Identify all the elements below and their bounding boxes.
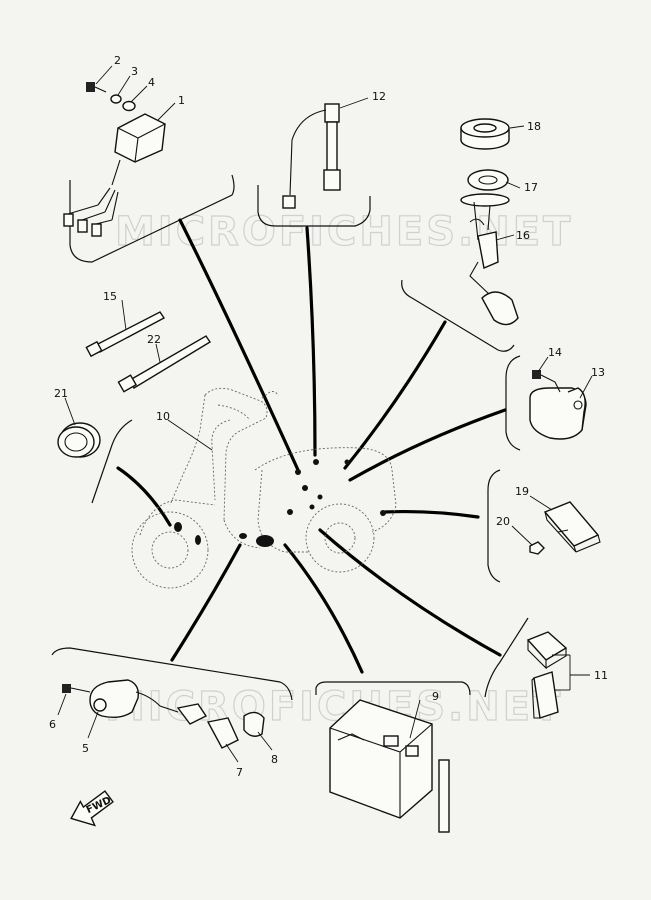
leader-relay — [348, 408, 507, 482]
screw-icon — [86, 82, 107, 93]
callout-22: 22 — [147, 333, 161, 346]
callout-8: 8 — [271, 753, 278, 766]
watermark-top: MICROFICHES.NET — [115, 209, 573, 255]
group-box-relay — [505, 355, 521, 451]
starter-relay-icon — [526, 631, 568, 719]
callout-15: 15 — [103, 290, 117, 303]
leader-rectifier — [383, 509, 480, 519]
group-box-cdi — [69, 174, 235, 263]
relay-icon — [529, 370, 587, 440]
washer-icon — [110, 94, 136, 112]
callout-10: 10 — [156, 410, 170, 423]
connection-dots — [174, 459, 386, 547]
rectifier-icon — [529, 501, 601, 555]
ignition-coil-icon — [62, 679, 265, 749]
leader-cdi — [178, 218, 300, 472]
sensor-icon — [282, 103, 341, 209]
leader-starter — [318, 528, 502, 657]
group-box-starter — [484, 617, 529, 698]
callout-6: 6 — [49, 718, 56, 731]
callout-pointers — [57, 65, 593, 763]
scooter-outline-icon — [131, 387, 397, 589]
group-box-fuel — [401, 279, 515, 352]
callout-16: 16 — [516, 229, 530, 242]
callout-3: 3 — [131, 65, 138, 78]
group-box-rectifier — [487, 469, 501, 583]
callout-5: 5 — [82, 742, 89, 755]
group-box-sensor — [257, 185, 371, 227]
callout-1: 1 — [178, 94, 185, 107]
leader-coil — [170, 543, 242, 662]
cable-tie-icon — [85, 311, 211, 393]
callout-20: 20 — [496, 515, 510, 528]
callout-12: 12 — [372, 90, 386, 103]
leader-fuel — [343, 320, 447, 470]
horn-icon — [57, 422, 101, 458]
group-box-horn — [91, 419, 133, 504]
leader-horn — [116, 466, 172, 527]
fuel-sender-icon — [460, 118, 519, 326]
callout-9: 9 — [432, 690, 439, 703]
fwd-arrow-icon: FWD — [70, 790, 114, 827]
callout-21: 21 — [54, 387, 68, 400]
callout-7: 7 — [236, 766, 243, 779]
callout-13: 13 — [591, 366, 605, 379]
callout-2: 2 — [114, 54, 121, 67]
leader-battery — [283, 543, 364, 674]
battery-icon — [329, 699, 450, 833]
callout-4: 4 — [148, 76, 155, 89]
group-box-coil — [51, 647, 293, 701]
watermark-bottom: MICROFICHES.NET — [105, 684, 563, 730]
callout-14: 14 — [548, 346, 562, 359]
callout-17: 17 — [524, 181, 538, 194]
leader-sensor — [305, 226, 317, 457]
callout-11: 11 — [594, 669, 608, 682]
callout-18: 18 — [527, 120, 541, 133]
group-box-battery — [315, 681, 471, 696]
cdi-unit-icon — [63, 113, 166, 237]
callout-19: 19 — [515, 485, 529, 498]
